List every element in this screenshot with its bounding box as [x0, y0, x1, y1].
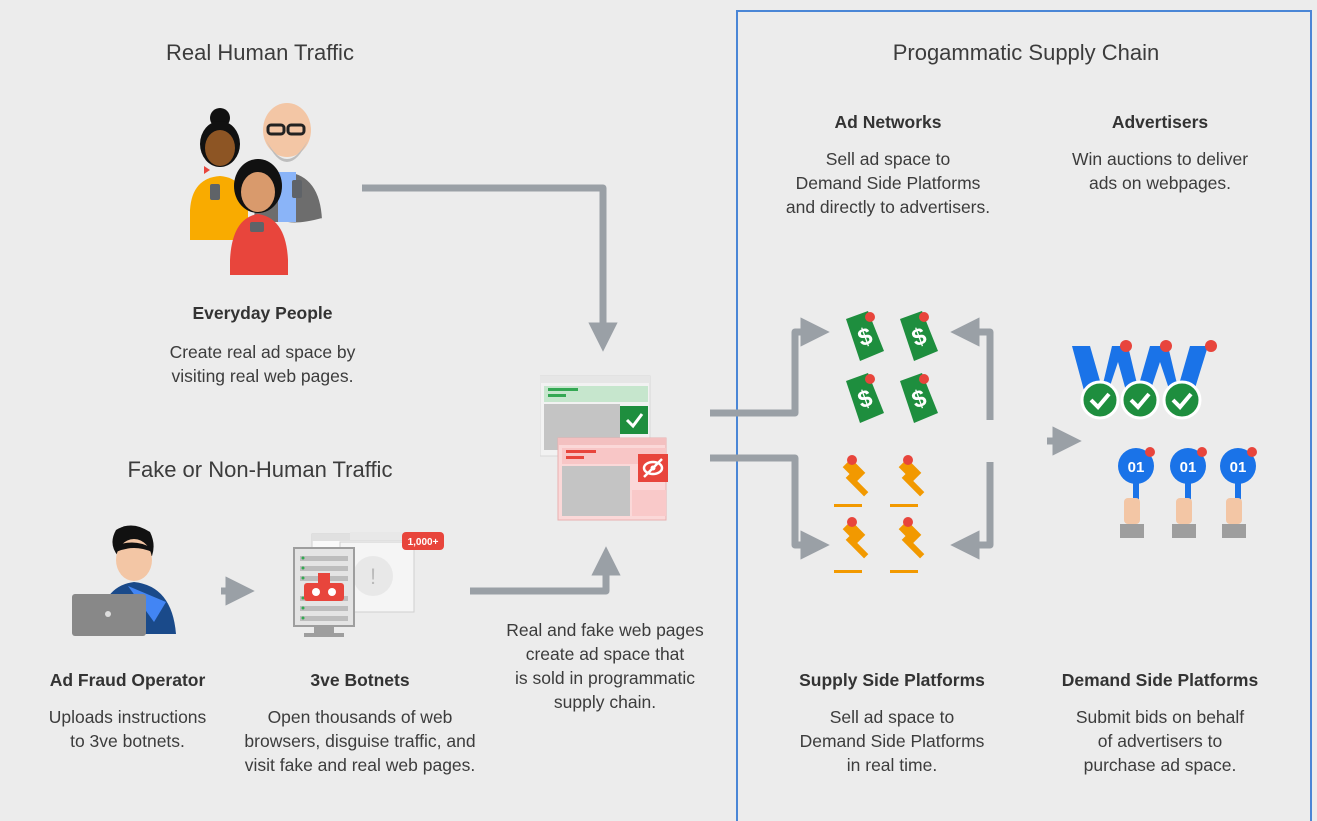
check-icon	[1120, 380, 1160, 420]
real-page-check-icon	[620, 406, 648, 434]
everyday-people-title: Everyday People	[192, 303, 333, 323]
bid-key-icon: 01	[1170, 447, 1207, 538]
botnet-count-badge	[402, 532, 444, 550]
dollar-tag-icon: $	[900, 373, 938, 423]
gavel-icon	[890, 517, 925, 573]
dollar-tag-icon: $	[846, 373, 884, 423]
botnet-count-badge-label: 1,000+	[408, 537, 439, 548]
bid-key-icon: 01	[1220, 447, 1257, 538]
arrow-pages-to-ssp	[710, 454, 830, 560]
people-group-illustration	[190, 103, 322, 275]
arrow-botnet-to-pages	[470, 546, 621, 595]
gavel-icon	[834, 517, 869, 573]
bid-keys-group: 01 01 01	[1118, 447, 1257, 538]
arrow-pages-to-adnetworks	[710, 317, 830, 417]
section-title-real-traffic: Real Human Traffic	[166, 40, 354, 65]
advertisers-group	[1072, 340, 1217, 420]
gavels-group	[834, 455, 925, 573]
everyday-people-desc: Create real ad space by visiting real we…	[169, 342, 356, 386]
svg-text:!: !	[370, 564, 376, 589]
fraud-operator-illustration	[72, 525, 176, 636]
dollar-tags-group: $ $ $ $	[846, 311, 938, 423]
ad-networks-desc: Sell ad space to Demand Side Platforms a…	[785, 149, 991, 217]
svg-text:01: 01	[1128, 459, 1145, 476]
section-title-supply-chain: Progammatic Supply Chain	[892, 40, 1160, 65]
check-icon	[1162, 380, 1202, 420]
botnets-desc: Open thousands of web browsers, disguise…	[244, 707, 476, 775]
dollar-tag-icon: $	[900, 311, 938, 361]
botnets-title: 3ve Botnets	[310, 670, 410, 690]
section-title-fake-traffic: Fake or Non-Human Traffic	[127, 457, 393, 482]
bid-key-icon: 01	[1118, 447, 1155, 538]
gavel-icon	[834, 455, 869, 507]
dsp-title: Demand Side Platforms	[1061, 670, 1259, 690]
arrow-advertisers-to-adnetworks	[950, 317, 994, 420]
dsp-desc: Submit bids on behalf of advertisers to …	[1075, 707, 1245, 775]
botnet-server-illustration: ! 1,000+	[293, 532, 444, 637]
ssp-title: Supply Side Platforms	[799, 670, 985, 690]
svg-text:01: 01	[1180, 459, 1197, 476]
advertisers-title: Advertisers	[1111, 112, 1209, 132]
gavel-icon	[890, 455, 925, 507]
check-icon	[1080, 380, 1120, 420]
dollar-tag-icon: $	[846, 311, 884, 361]
arrow-dsp-to-ssp	[950, 462, 994, 560]
svg-text:01: 01	[1230, 459, 1247, 476]
ssp-desc: Sell ad space to Demand Side Platforms i…	[799, 707, 985, 775]
ad-networks-title: Ad Networks	[834, 112, 942, 132]
advertisers-desc: Win auctions to deliver ads on webpages.	[1071, 149, 1249, 193]
arrow-people-to-pages	[362, 184, 618, 352]
web-pages-desc: Real and fake web pages create ad space …	[506, 620, 704, 712]
ad-fraud-operator-title: Ad Fraud Operator	[49, 670, 206, 690]
web-pages-illustration	[540, 375, 668, 521]
ad-fraud-operator-desc: Uploads instructions to 3ve botnets.	[48, 707, 207, 751]
